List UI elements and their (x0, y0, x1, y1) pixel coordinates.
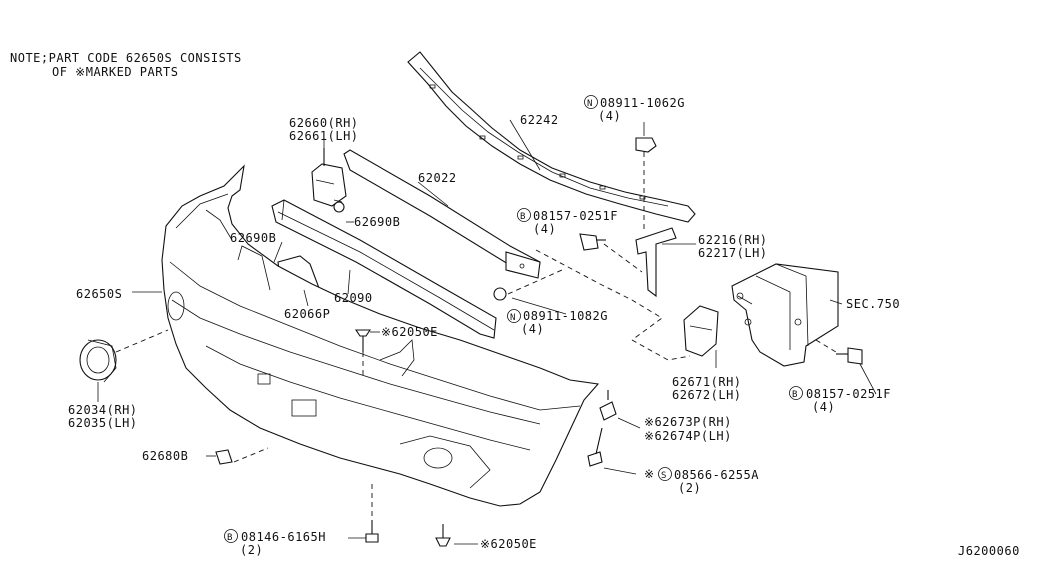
badge-n-1082g (507, 309, 521, 323)
label-62660: 62660(RH) (289, 116, 359, 130)
bolt-08157-0251f-right (815, 339, 863, 365)
label-08157-0251f-top: 08157-0251F (533, 209, 618, 223)
bracket-62660 (311, 148, 347, 207)
label-08911-1062g: 08911-1062G (600, 96, 685, 110)
label-62217: 62217(LH) (698, 246, 768, 260)
label-08566-6255a: 08566-6255A (674, 468, 759, 482)
bracket-62216 (635, 227, 677, 298)
label-62672: 62672(LH) (672, 388, 742, 402)
note-line-1: NOTE;PART CODE 62650S CONSISTS (10, 51, 242, 65)
label-08566-prefix: ※ (644, 467, 655, 481)
screw-08146-6165h (365, 484, 379, 543)
label-08566-6255a-qty: (2) (678, 481, 701, 495)
badge-n-1062g (584, 95, 598, 109)
clip-62680b (215, 447, 269, 465)
clip-62673p (599, 390, 617, 421)
label-62066p: 62066P (284, 307, 330, 321)
label-08911-1082g: 08911-1082G (523, 309, 608, 323)
label-08911-1062g-qty: (4) (598, 109, 621, 123)
label-62690b-left: 62690B (230, 231, 276, 245)
label-62022: 62022 (418, 171, 457, 185)
screw-08566-6255a (587, 427, 603, 467)
label-62661: 62661(LH) (289, 129, 359, 143)
label-62216: 62216(RH) (698, 233, 768, 247)
badge-s-6255a-letter: S (661, 471, 667, 481)
bolt-08157-0251f-top (579, 233, 643, 273)
upper-reinforcement-62242 (407, 51, 696, 223)
badge-b-0251f-top (517, 208, 531, 222)
leader-lines (97, 119, 877, 545)
label-08157-0251f-right: 08157-0251F (806, 387, 891, 401)
clip-62690b-top (333, 199, 345, 213)
badge-n-1062g-letter: N (587, 99, 593, 109)
label-08146-6165h: 08146-6165H (241, 530, 326, 544)
label-62674p: ※62674P(LH) (644, 429, 732, 443)
rivet-62050e-bottom (435, 524, 451, 547)
label-08157-0251f-right-qty: (4) (812, 400, 835, 414)
label-62050e-bottom: ※62050E (480, 537, 537, 551)
label-62690b-top: 62690B (354, 215, 400, 229)
bar-62090 (271, 199, 497, 339)
body-structure-sec750 (731, 263, 839, 367)
label-62035: 62035(LH) (68, 416, 138, 430)
label-08157-0251f-top-qty: (4) (533, 222, 556, 236)
diagram-id: J6200060 (958, 544, 1020, 558)
label-08146-6165h-qty: (2) (240, 543, 263, 557)
badge-b-6165h-letter: B (227, 533, 233, 543)
badge-n-1082g-letter: N (510, 313, 516, 323)
label-62671: 62671(RH) (672, 375, 742, 389)
bumper-cover-62650s (161, 164, 600, 507)
label-08911-1082g-qty: (4) (521, 322, 544, 336)
label-62242: 62242 (520, 113, 559, 127)
badge-b-0251f-right (789, 386, 803, 400)
label-62680b: 62680B (142, 449, 188, 463)
badge-b-6165h (224, 529, 238, 543)
label-62650s: 62650S (76, 287, 122, 301)
label-sec750: SEC.750 (846, 297, 900, 311)
guide-dashes (535, 249, 663, 341)
label-62034: 62034(RH) (68, 403, 138, 417)
rivet-62050e-top (354, 329, 372, 376)
badge-s-6255a (658, 467, 672, 481)
nut-08911-1082g (493, 269, 563, 301)
label-62050e-top: ※62050E (381, 325, 438, 339)
note-line-2: OF ※MARKED PARTS (52, 65, 178, 79)
bar-62022 (343, 149, 541, 279)
badge-b-0251f-right-letter: B (792, 390, 798, 400)
bracket-62671 (631, 305, 719, 361)
bolt-08911-1062g (635, 137, 657, 230)
badge-b-0251f-top-letter: B (520, 212, 526, 222)
label-62090: 62090 (334, 291, 373, 305)
fog-lamp-62034 (79, 329, 169, 383)
label-62673p: ※62673P(RH) (644, 415, 732, 429)
